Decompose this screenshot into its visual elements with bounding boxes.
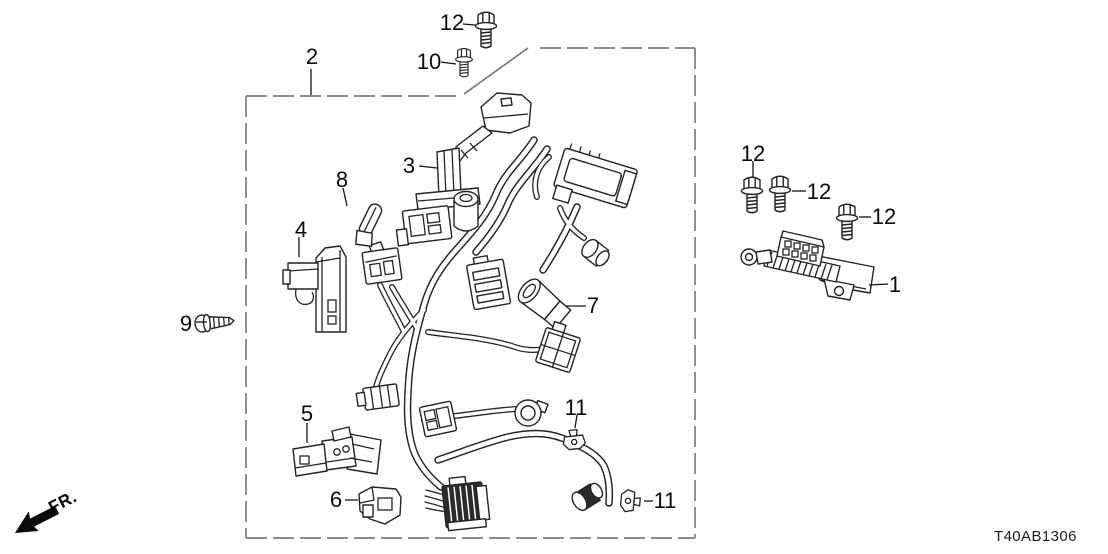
callout-7: 7 xyxy=(586,293,600,318)
callout-4: 4 xyxy=(294,217,308,242)
callout-12-b: 12 xyxy=(806,179,832,204)
callout-11-b: 11 xyxy=(653,488,677,513)
part-9-screw xyxy=(194,313,235,333)
harness-slot-connector xyxy=(466,255,512,311)
callout-12-a: 12 xyxy=(740,141,766,166)
wire-harness-drawing xyxy=(372,136,614,513)
bolt-12-b xyxy=(768,175,792,213)
callout-3: 3 xyxy=(402,153,416,178)
callout-12-top: 12 xyxy=(439,10,465,35)
bolt-10 xyxy=(455,47,473,78)
part-8-clip xyxy=(355,203,383,248)
harness-branch-connector xyxy=(361,241,403,285)
part-4-connector xyxy=(282,245,347,333)
harness-grommet xyxy=(571,482,604,512)
dashed-boundary-box xyxy=(245,47,696,539)
callout-leader-lines xyxy=(196,23,889,502)
part-11-clip-b xyxy=(619,488,642,514)
harness-main-connector xyxy=(552,143,638,209)
diagram-code: T40AB1306 xyxy=(994,528,1077,545)
callout-6: 6 xyxy=(329,487,343,512)
harness-bottom-connector xyxy=(441,475,491,532)
callout-1: 1 xyxy=(888,272,902,297)
bolt-12-top xyxy=(474,11,498,49)
callout-10: 10 xyxy=(416,49,442,74)
harness-left-connector-a xyxy=(355,383,400,411)
part-3-connector-bracket xyxy=(395,92,532,247)
harness-left-connector-b xyxy=(418,400,458,438)
callout-8: 8 xyxy=(335,167,349,192)
callout-5: 5 xyxy=(300,401,314,426)
part-1-module xyxy=(740,230,875,301)
callout-11-a: 11 xyxy=(564,395,588,420)
part-7-connector xyxy=(517,278,572,330)
harness-barrel-connector xyxy=(581,238,610,267)
callout-9: 9 xyxy=(179,311,193,336)
part-5-sensor xyxy=(292,426,382,477)
bolt-12-c xyxy=(835,203,859,241)
callout-2: 2 xyxy=(305,44,319,69)
bolt-12-a xyxy=(740,176,764,214)
callout-12-c: 12 xyxy=(871,204,897,229)
part-6-bracket xyxy=(358,486,402,525)
fr-arrow-icon xyxy=(15,505,60,533)
harness-round-connector xyxy=(514,399,549,427)
harness-square-connector xyxy=(535,320,581,373)
